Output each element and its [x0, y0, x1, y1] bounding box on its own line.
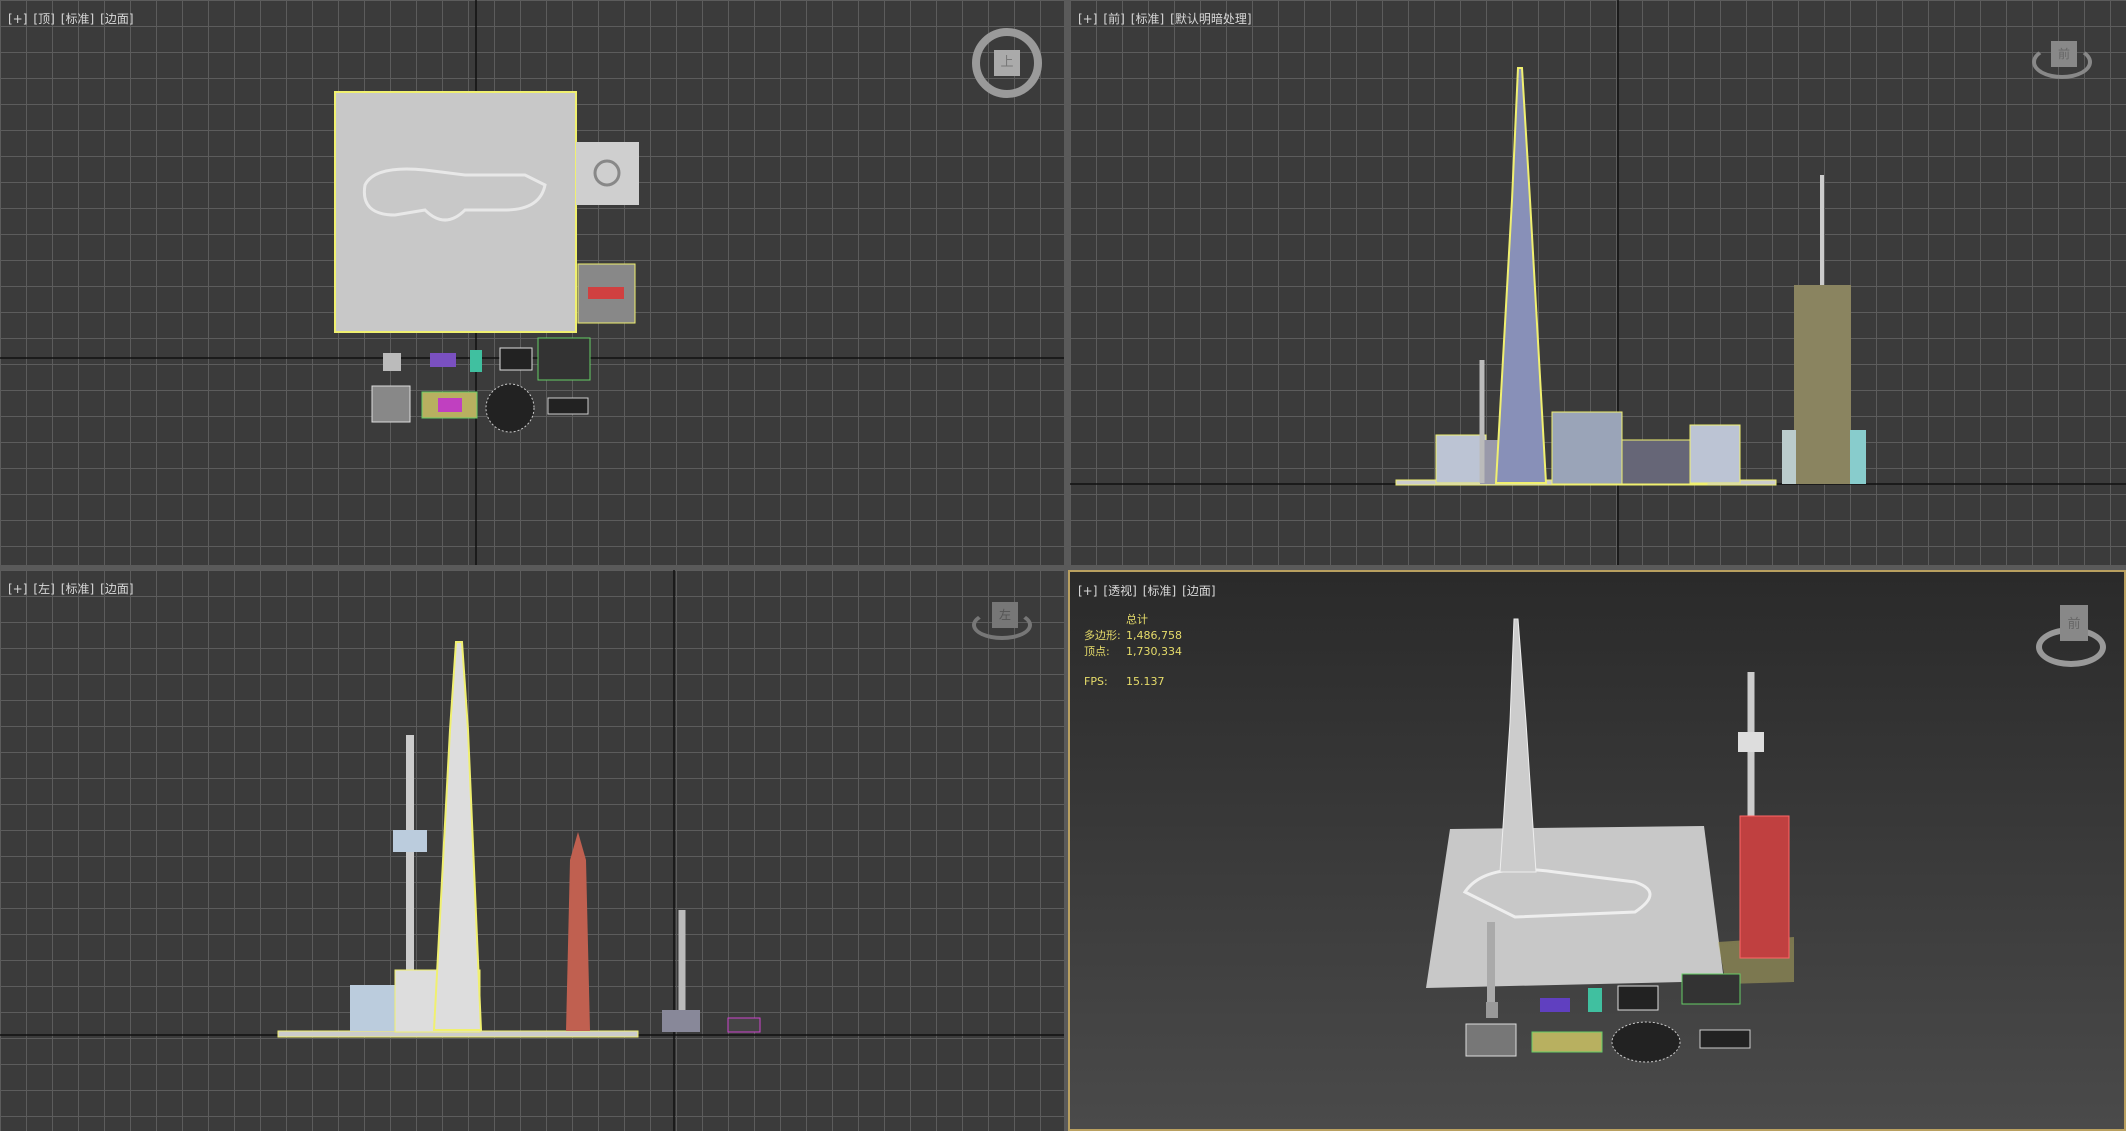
front-scene — [1070, 0, 2126, 565]
viewport-label[interactable]: [+][左][标准][边面] — [8, 582, 134, 596]
viewcube[interactable]: 上 — [972, 28, 1042, 98]
viewcube[interactable]: 左 — [972, 602, 1032, 640]
stats-header: 总计 — [1126, 613, 1148, 626]
top-scene — [0, 0, 1064, 565]
fps-label: FPS: — [1084, 675, 1108, 688]
statistics-overlay: 总计 多边形: 1,486,758 顶点: 1,730,334 FPS: 15.137 — [1084, 612, 1182, 690]
thumbnail-object — [576, 142, 639, 205]
skyscraper — [1499, 618, 1537, 873]
red-building — [1739, 815, 1790, 959]
viewcube-face[interactable]: 上 — [994, 50, 1020, 76]
viewport-label[interactable]: [+][前][标准][默认明暗处理] — [1078, 12, 1252, 26]
viewport-front[interactable]: [+][前][标准][默认明暗处理] 前 — [1070, 0, 2126, 565]
viewport-label[interactable]: [+][顶][标准][边面] — [8, 12, 134, 26]
skyscraper — [432, 641, 483, 1031]
viewcube-face[interactable]: 前 — [2060, 605, 2088, 641]
viewcube-face[interactable]: 左 — [992, 602, 1018, 628]
viewport-left[interactable]: [+][左][标准][边面] 左 — [0, 570, 1064, 1131]
viewport-perspective[interactable]: [+][透视][标准][边面] 总计 多边形: 1,486,758 顶点: 1,73… — [1068, 570, 2126, 1131]
vertices-value: 1,730,334 — [1126, 645, 1182, 658]
viewport-top[interactable]: [+][顶][标准][边面] 上 — [0, 0, 1064, 565]
viewcube[interactable]: 前 — [2036, 605, 2106, 667]
perspective-scene — [1426, 618, 1794, 1063]
vertices-label: 顶点: — [1084, 645, 1110, 658]
fps-value: 15.137 — [1126, 675, 1165, 688]
polygons-label: 多边形: — [1084, 629, 1121, 642]
skyscraper — [1494, 67, 1548, 484]
viewport-label[interactable]: [+][透视][标准][边面] — [1078, 584, 1216, 598]
viewcube-face[interactable]: 前 — [2051, 41, 2077, 67]
ground-plane — [1426, 826, 1724, 988]
viewcube[interactable]: 前 — [2032, 41, 2092, 79]
left-scene — [0, 570, 1064, 1131]
ground-plane — [334, 91, 577, 333]
polygons-value: 1,486,758 — [1126, 629, 1182, 642]
